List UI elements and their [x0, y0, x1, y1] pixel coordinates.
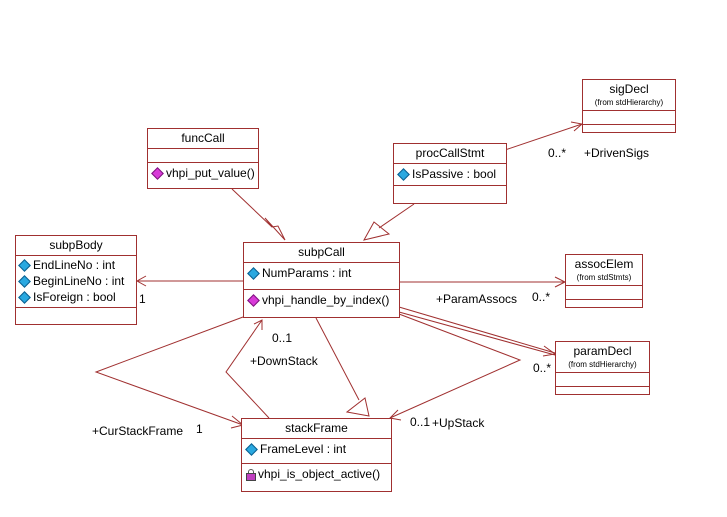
label-cur-multiplicity: 1	[196, 422, 203, 436]
label-param-multiplicity: 0..*	[533, 361, 552, 375]
operation-icon	[247, 293, 260, 307]
operation-compartment	[16, 308, 136, 321]
class-name: paramDecl (from stdHierarchy)	[556, 342, 649, 373]
class-name: procCallStmt	[394, 144, 506, 164]
attribute-icon	[247, 266, 260, 280]
label-subpbody-multiplicity: 1	[139, 292, 146, 306]
operation-icon	[151, 166, 164, 180]
class-stackframe[interactable]: stackFrame FrameLevel : int vhpi_is_obje…	[241, 418, 392, 492]
attribute-icon	[18, 274, 31, 288]
arrowhead-down-stack	[253, 319, 263, 330]
assoc-down-stack	[225, 319, 270, 419]
operation-compartment: vhpi_handle_by_index()	[244, 290, 399, 311]
class-paramdecl[interactable]: paramDecl (from stdHierarchy)	[555, 341, 650, 395]
attribute-icon	[397, 167, 410, 181]
operation-row: vhpi_handle_by_index()	[247, 292, 395, 308]
label-down-stack: +DownStack	[250, 354, 318, 368]
class-name: subpBody	[16, 236, 136, 256]
label-down-multiplicity: 0..1	[272, 331, 293, 345]
attribute-compartment: FrameLevel : int	[242, 439, 391, 464]
label-assoc-multiplicity: 0..*	[532, 290, 551, 304]
class-name: assocElem (from stdStmts)	[566, 255, 642, 286]
gen-funccall-line	[231, 188, 273, 228]
class-subpcall[interactable]: subpCall NumParams : int vhpi_handle_by_…	[243, 242, 400, 318]
attribute-row: IsPassive : bool	[397, 166, 502, 182]
gen-stackframe-line	[315, 317, 360, 401]
operation-compartment	[566, 300, 642, 313]
gen-stackframe-head	[345, 397, 370, 417]
operation-compartment: vhpi_put_value()	[148, 163, 258, 184]
attribute-row: NumParams : int	[247, 265, 395, 281]
label-param-assocs: +ParamAssocs	[436, 292, 518, 306]
assoc-paramdecl-2	[398, 311, 556, 356]
attribute-row: IsForeign : bool	[18, 289, 133, 305]
class-assocelem[interactable]: assocElem (from stdStmts)	[565, 254, 643, 308]
attribute-row: EndLineNo : int	[18, 257, 133, 273]
operation-compartment	[583, 125, 675, 138]
class-name: stackFrame	[242, 419, 391, 439]
operation-compartment	[556, 387, 649, 400]
assoc-up-stack	[389, 313, 522, 419]
attribute-compartment	[148, 149, 258, 163]
operation-compartment: vhpi_is_object_active()	[242, 464, 391, 485]
gen-proccall-head	[363, 221, 391, 241]
attribute-icon	[245, 442, 258, 456]
label-sig-multiplicity: 0..*	[548, 146, 567, 160]
assoc-driven-sigs	[504, 123, 583, 151]
class-name: subpCall	[244, 243, 399, 263]
operation-row: vhpi_put_value()	[151, 165, 255, 181]
class-name: funcCall	[148, 129, 258, 149]
arrowhead-subpbody	[135, 275, 147, 287]
arrowhead-driven-sigs	[570, 121, 584, 132]
label-driven-sigs: +DrivenSigs	[584, 146, 650, 160]
class-name: sigDecl (from stdHierarchy)	[583, 80, 675, 111]
operation-compartment	[394, 186, 506, 199]
attribute-compartment	[566, 286, 642, 300]
class-subpbody[interactable]: subpBody EndLineNo : int BeginLineNo : i…	[15, 235, 137, 325]
label-up-stack: +UpStack	[432, 416, 485, 430]
attribute-row: BeginLineNo : int	[18, 273, 133, 289]
operation-row: vhpi_is_object_active()	[246, 466, 387, 482]
attribute-compartment: NumParams : int	[244, 263, 399, 290]
label-cur-stack-frame: +CurStackFrame	[92, 424, 184, 438]
label-up-multiplicity: 0..1	[410, 415, 431, 429]
class-package: (from stdHierarchy)	[594, 98, 664, 107]
assoc-paramdecl-1	[398, 306, 556, 354]
class-proccallstmt[interactable]: procCallStmt IsPassive : bool	[393, 143, 507, 204]
class-package: (from stdHierarchy)	[568, 360, 637, 369]
attribute-icon	[18, 290, 31, 304]
attribute-compartment	[556, 373, 649, 387]
attribute-compartment	[583, 111, 675, 125]
class-funccall[interactable]: funcCall vhpi_put_value()	[147, 128, 259, 189]
assoc-cur-stack-frame	[94, 316, 244, 426]
class-package: (from stdStmts)	[576, 273, 632, 282]
gen-funccall-head	[264, 217, 286, 241]
lock-icon	[246, 469, 256, 481]
attribute-icon	[18, 258, 31, 272]
gen-proccall-line	[378, 203, 415, 229]
attribute-compartment: IsPassive : bool	[394, 164, 506, 186]
attribute-row: FrameLevel : int	[245, 441, 387, 457]
attribute-compartment: EndLineNo : int BeginLineNo : int IsFore…	[16, 256, 136, 308]
class-sigdecl[interactable]: sigDecl (from stdHierarchy)	[582, 79, 676, 133]
